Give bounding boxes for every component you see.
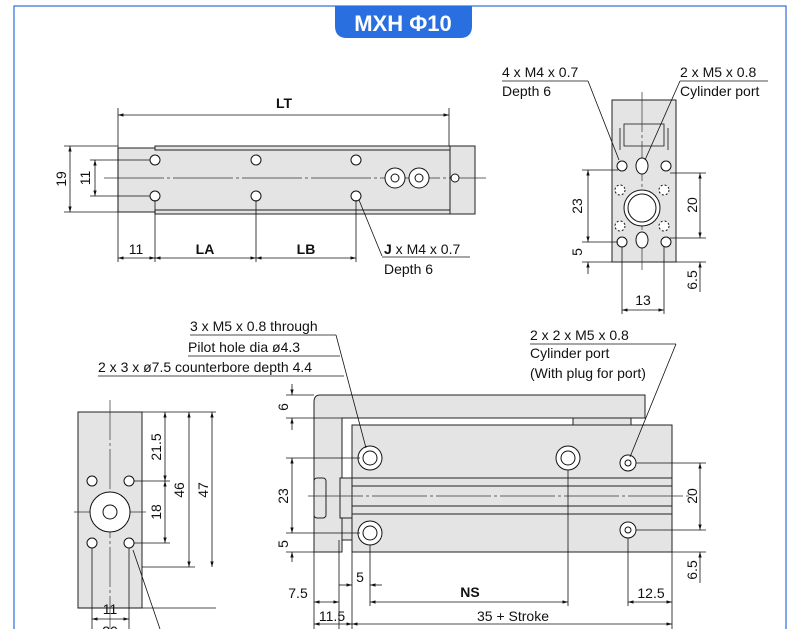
dim-20: 20 [684, 197, 700, 213]
dim-5: 5 [569, 248, 585, 256]
note-through-thread: 3 x M5 x 0.8 through [190, 318, 318, 334]
side-view: LT 19 11 11 LA LB J x M4 x 0.7 Depth 6 [53, 95, 486, 277]
dim-20-cut: 20 [102, 623, 118, 629]
dim-5: 5 [275, 540, 291, 548]
note-M4-thread: 4 x M4 x 0.7 [502, 64, 578, 80]
dim-23: 23 [569, 198, 585, 214]
dim-13: 13 [635, 292, 651, 308]
dim-19: 19 [53, 171, 69, 187]
front-view: 3 x M5 x 0.8 through Pilot hole dia ø4.3… [98, 318, 706, 629]
side-rail-bottom [154, 209, 451, 215]
dim-11-5: 11.5 [319, 608, 345, 624]
note-counterbore: 2 x 3 x ø7.5 counterbore depth 4.4 [98, 359, 312, 375]
side-rail-top [154, 145, 451, 151]
note-J-thread: J x M4 x 0.7 [384, 241, 460, 257]
dim-11-vertical: 11 [77, 171, 93, 186]
note-J-depth: Depth 6 [384, 261, 433, 277]
dim-5-horizontal: 5 [356, 569, 364, 585]
dim-NS: NS [460, 584, 479, 600]
dim-20: 20 [684, 488, 700, 504]
dim-LB: LB [297, 241, 316, 257]
title-badge: MXH Φ10 [335, 6, 472, 38]
title: MXH Φ10 [354, 11, 452, 36]
note-pilot-hole: Pilot hole dia ø4.3 [188, 339, 300, 355]
dim-11: 11 [103, 601, 118, 617]
plug-hole [450, 173, 460, 183]
dim-18: 18 [148, 504, 164, 520]
end-view-bottom: 21.5 18 46 47 11 20 [74, 400, 216, 629]
dim-21-5: 21.5 [148, 433, 164, 460]
dim-6-5: 6.5 [684, 270, 700, 290]
dim-7-5: 7.5 [288, 585, 308, 601]
note-plug: (With plug for port) [530, 365, 646, 381]
dim-35-stroke: 35 + Stroke [477, 608, 549, 624]
note-M5-port: 2 x M5 x 0.8 [680, 64, 756, 80]
dim-23: 23 [275, 488, 291, 504]
note-cylinder-port: Cylinder port [680, 83, 759, 99]
dim-6: 6 [275, 403, 291, 411]
dim-LA: LA [196, 241, 215, 257]
dim-12-5: 12.5 [637, 585, 664, 601]
end-view-top: 4 x M4 x 0.7 Depth 6 2 x M5 x 0.8 Cylind… [502, 64, 768, 314]
note-port-thread: 2 x 2 x M5 x 0.8 [530, 327, 629, 343]
dim-11: 11 [129, 241, 144, 257]
dim-6-5: 6.5 [684, 560, 700, 580]
note-M4-depth: Depth 6 [502, 83, 551, 99]
dim-46: 46 [171, 482, 187, 498]
dim-LT: LT [276, 95, 293, 111]
note-cylinder-port: Cylinder port [530, 345, 609, 361]
dim-47: 47 [195, 482, 211, 498]
